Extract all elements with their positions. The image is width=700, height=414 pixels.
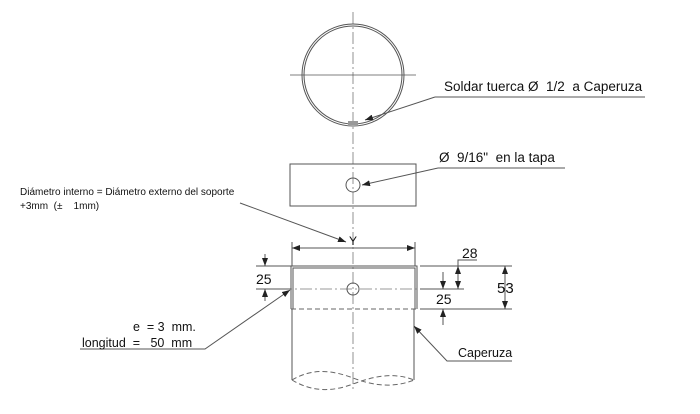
right-dimensions [420, 259, 512, 325]
hole-leader [361, 167, 439, 187]
weld-nut-mark [348, 121, 358, 125]
width-dimension [291, 242, 416, 266]
diameter-note-line1: Diámetro interno = Diámetro externo del … [20, 187, 235, 198]
top-view-circle [290, 23, 416, 127]
bottom-offset-label: 25 [436, 291, 452, 307]
support-tube [291, 309, 415, 391]
length-note: longitud = 50 mm [82, 336, 192, 350]
weld-leader [364, 96, 436, 121]
top-offset-label: 28 [462, 245, 478, 261]
cap-label: Caperuza [458, 346, 512, 360]
diameter-note-line2: +3mm (± 1mm) [20, 201, 99, 212]
diameter-leader [239, 202, 347, 243]
lid-view [289, 163, 417, 207]
width-dimension-label: Y [349, 234, 357, 248]
left-offset-label: 25 [256, 271, 272, 287]
total-height-label: 53 [497, 280, 514, 297]
thickness-note: e = 3 mm. [133, 320, 196, 334]
cap-side-view [280, 265, 463, 310]
cap-leader [413, 325, 512, 362]
thickness-leader [80, 289, 291, 350]
hole-note: Ø 9/16" en la tapa [439, 150, 555, 165]
weld-note: Soldar tuerca Ø 1/2 a Caperuza [444, 79, 643, 94]
left-offset-dimension [256, 254, 291, 301]
